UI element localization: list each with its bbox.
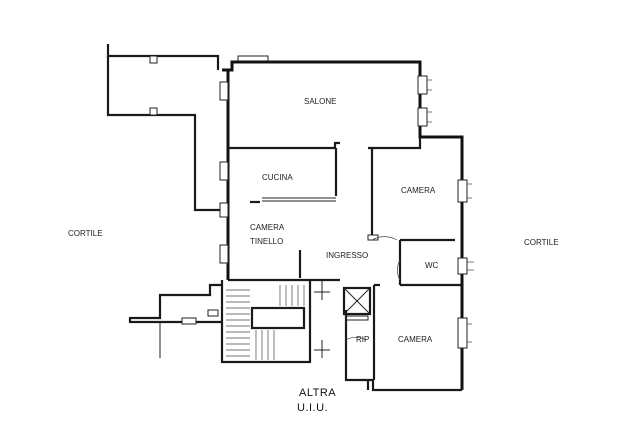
label-other-unit-line2: U.I.U.	[297, 402, 328, 414]
interior-walls	[228, 137, 462, 380]
stairwell	[220, 280, 312, 364]
label-ingresso: INGRESSO	[326, 251, 368, 260]
right-windows	[457, 179, 474, 349]
left-windows	[219, 81, 229, 264]
lift-shaft	[342, 286, 372, 321]
salone-windows	[417, 75, 432, 127]
courtyard-boundary-left	[106, 44, 269, 212]
label-cortile-right: CORTILE	[524, 238, 559, 247]
door-swings	[345, 236, 401, 341]
label-rip: RIP	[356, 335, 369, 344]
label-camera-bottom: CAMERA	[398, 335, 433, 344]
label-cucina: CUCINA	[262, 173, 293, 182]
label-wc: WC	[425, 261, 439, 270]
label-other-unit-line1: ALTRA	[299, 387, 336, 399]
label-camera-right: CAMERA	[401, 186, 436, 195]
ceiling-points	[314, 280, 330, 358]
label-cortile-left: CORTILE	[68, 229, 103, 238]
lower-annex	[128, 283, 222, 358]
label-salone: SALONE	[304, 97, 336, 106]
label-camera-tinello-2: TINELLO	[250, 237, 283, 246]
label-camera-tinello-1: CAMERA	[250, 223, 285, 232]
